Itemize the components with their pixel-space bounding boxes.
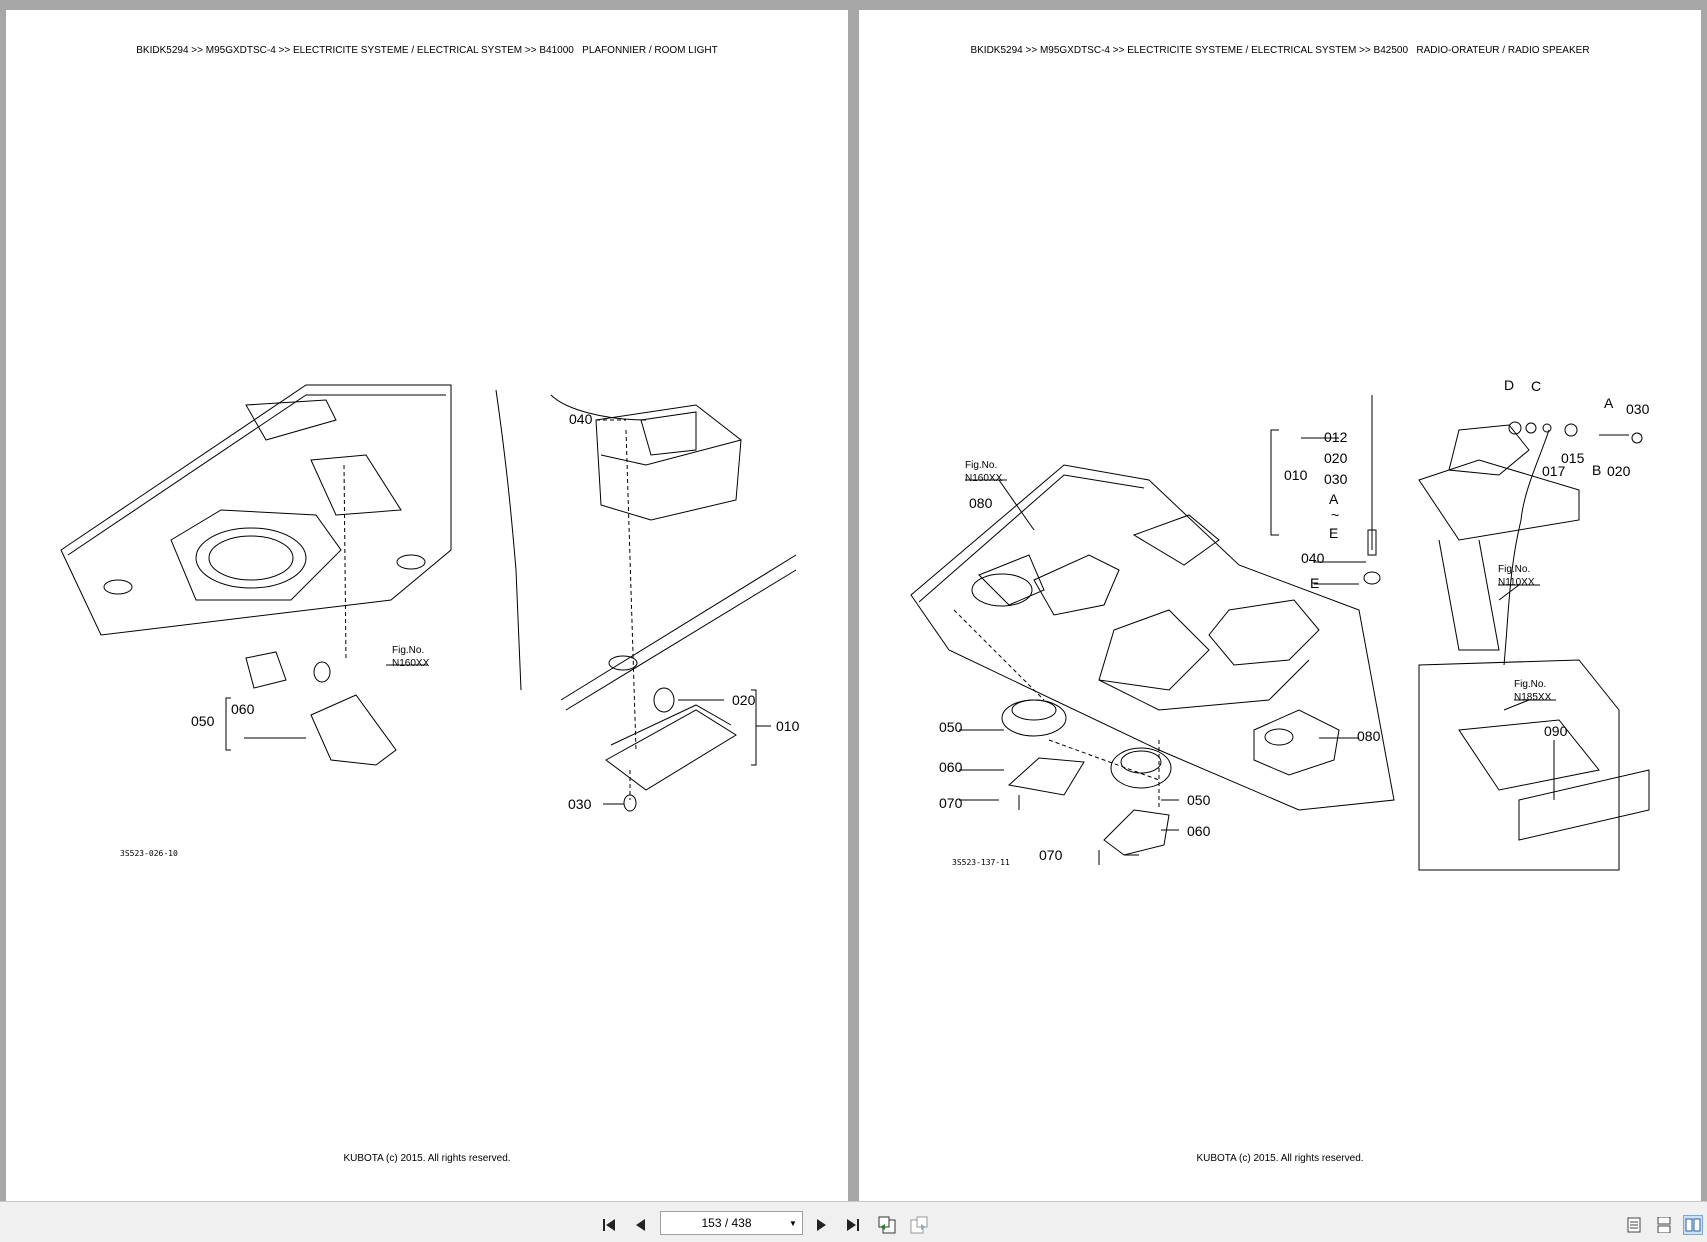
callout-050: 050 xyxy=(191,713,215,729)
previous-view-icon[interactable] xyxy=(876,1214,898,1236)
radio-speaker-drawing: 012 020 030 A ~ E 010 040 E D C A 030 01… xyxy=(910,377,1650,871)
callout-050: 050 xyxy=(939,719,963,735)
callout-a2: A xyxy=(1604,395,1614,411)
first-page-icon[interactable] xyxy=(598,1214,620,1236)
two-page-icon[interactable] xyxy=(1683,1215,1703,1235)
page-footer: KUBOTA (c) 2015. All rights reserved. xyxy=(1196,1153,1364,1164)
callout-c: C xyxy=(1531,378,1541,394)
callout-tilde: ~ xyxy=(1331,507,1339,523)
callout-070: 070 xyxy=(939,795,963,811)
callout-060-right: 060 xyxy=(1187,823,1211,839)
fig-ref-1-line2: N160XX xyxy=(965,473,1003,484)
callout-050-right: 050 xyxy=(1187,792,1211,808)
callout-040: 040 xyxy=(1301,550,1325,566)
callout-080: 080 xyxy=(969,495,993,511)
page-number-input[interactable]: 153 / 438 ▼ xyxy=(660,1211,803,1235)
next-view-icon[interactable] xyxy=(908,1214,930,1236)
callout-060: 060 xyxy=(939,759,963,775)
previous-page-icon[interactable] xyxy=(630,1214,652,1236)
callout-080-right: 080 xyxy=(1357,728,1381,744)
last-page-icon[interactable] xyxy=(842,1214,864,1236)
room-light-drawing: 040 020 010 030 060 050 Fig.No. N160XX xyxy=(60,384,800,812)
callout-b: B xyxy=(1592,462,1601,478)
single-page-icon[interactable] xyxy=(1624,1215,1644,1235)
callout-020: 020 xyxy=(1324,450,1348,466)
callout-e: E xyxy=(1329,525,1338,541)
callout-a: A xyxy=(1329,491,1339,507)
page-indicator: 153 / 438 xyxy=(701,1216,752,1230)
next-page-icon[interactable] xyxy=(810,1214,832,1236)
callout-070-right: 070 xyxy=(1039,847,1063,863)
callout-e2: E xyxy=(1310,575,1319,591)
callout-030-top: 030 xyxy=(1626,401,1650,417)
callout-017: 017 xyxy=(1542,463,1566,479)
callout-010: 010 xyxy=(776,718,800,734)
chevron-down-icon[interactable]: ▼ xyxy=(789,1218,797,1228)
callout-040: 040 xyxy=(569,411,593,427)
page-header: BKIDK5294 >> M95GXDTSC-4 >> ELECTRICITE … xyxy=(970,45,1590,56)
fig-ref-3-line1: Fig.No. xyxy=(1514,679,1546,690)
drawing-code: 3S523-137-11 xyxy=(952,858,1010,867)
callout-d: D xyxy=(1504,377,1514,393)
navigation-toolbar: 153 / 438 ▼ xyxy=(0,1201,1707,1242)
fig-ref-3-line2: N185XX xyxy=(1514,692,1552,703)
fig-ref-line2: N160XX xyxy=(392,658,430,669)
fig-ref-line1: Fig.No. xyxy=(392,645,424,656)
drawing-code: 3S523-026-10 xyxy=(120,849,178,858)
callout-012: 012 xyxy=(1324,429,1348,445)
callout-030: 030 xyxy=(1324,471,1348,487)
fig-ref-2-line1: Fig.No. xyxy=(1498,564,1530,575)
callout-090: 090 xyxy=(1544,723,1568,739)
callout-010: 010 xyxy=(1284,467,1308,483)
continuous-icon[interactable] xyxy=(1654,1215,1674,1235)
fig-ref-1-line1: Fig.No. xyxy=(965,460,997,471)
callout-020: 020 xyxy=(732,692,756,708)
page-footer: KUBOTA (c) 2015. All rights reserved. xyxy=(343,1153,511,1164)
callout-015: 015 xyxy=(1561,450,1585,466)
callout-030: 030 xyxy=(568,796,592,812)
document-page-right: BKIDK5294 >> M95GXDTSC-4 >> ELECTRICITE … xyxy=(859,10,1701,1201)
callout-020-top: 020 xyxy=(1607,463,1631,479)
page-header: BKIDK5294 >> M95GXDTSC-4 >> ELECTRICITE … xyxy=(136,45,718,56)
callout-060: 060 xyxy=(231,701,255,717)
document-page-left: BKIDK5294 >> M95GXDTSC-4 >> ELECTRICITE … xyxy=(6,10,848,1201)
fig-ref-2-line2: N110XX xyxy=(1498,577,1535,588)
